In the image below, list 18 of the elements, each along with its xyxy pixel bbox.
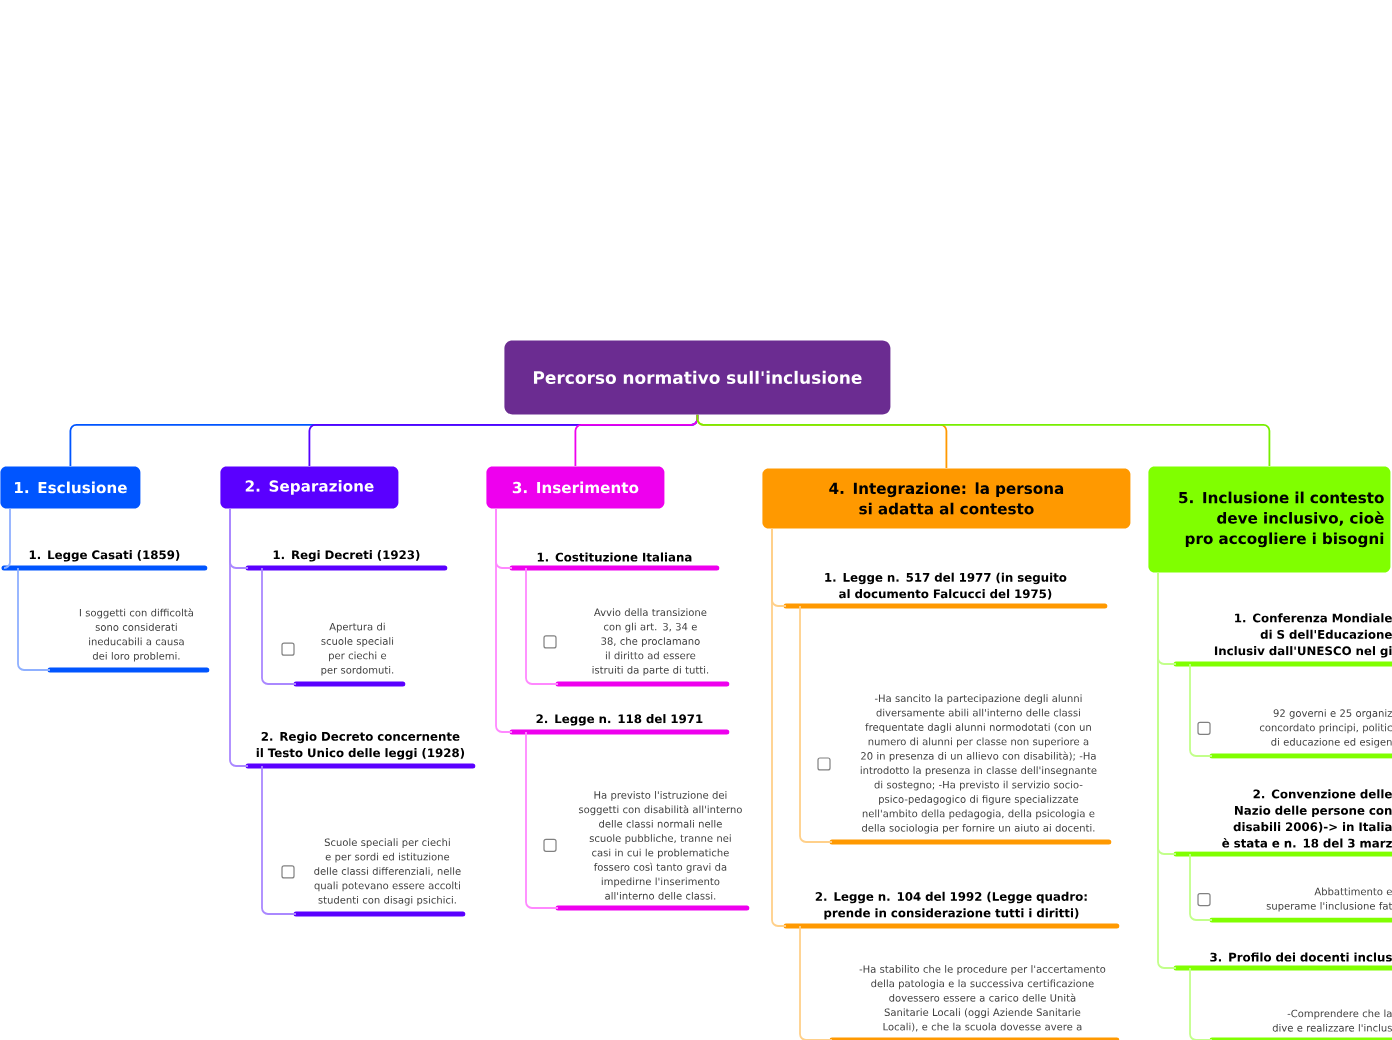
- connector: [495, 507, 513, 733]
- connector: [771, 527, 787, 927]
- connector: [1157, 571, 1177, 969]
- connector: [229, 507, 249, 767]
- connector: [696, 413, 1271, 467]
- connector: [261, 567, 297, 685]
- connector: [799, 925, 833, 1040]
- connector: [1189, 967, 1213, 1040]
- connector: [525, 731, 559, 909]
- connector: [3, 507, 11, 569]
- connector: [574, 413, 699, 467]
- connector: [1189, 853, 1213, 921]
- connector: [525, 567, 559, 685]
- connector: [1189, 663, 1213, 757]
- connector: [17, 567, 51, 671]
- connector: [261, 765, 297, 915]
- connector: [799, 605, 833, 843]
- title-box: Percorso normativo sull'inclusione: [504, 340, 891, 415]
